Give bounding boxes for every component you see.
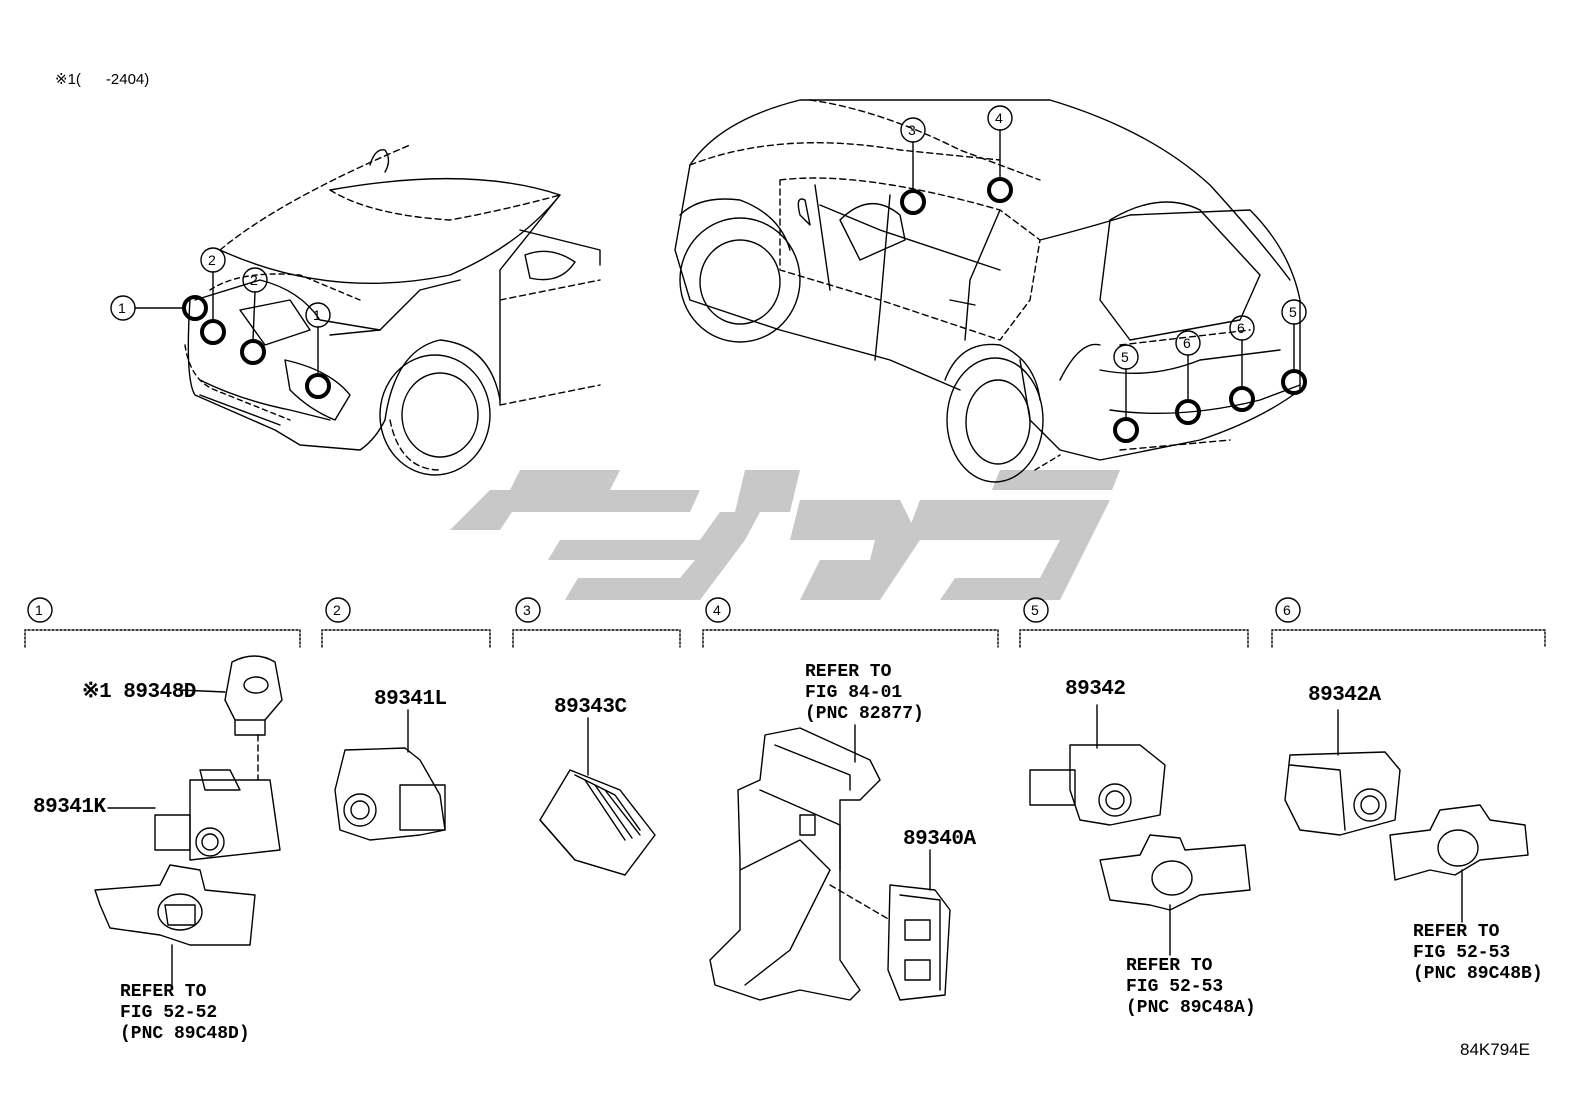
front-vehicle-view: 1 2 2 1 bbox=[110, 144, 601, 476]
svg-text:5: 5 bbox=[1121, 349, 1129, 365]
applicability-note: ※1( -2404) bbox=[55, 71, 150, 88]
svg-text:4: 4 bbox=[713, 602, 721, 618]
refer-note-section-5: REFER TO FIG 52-53 (PNC 89C48A) bbox=[1126, 956, 1256, 1018]
part-89342a-sensor bbox=[1284, 709, 1401, 836]
front-callout-1-left: 1 bbox=[110, 295, 208, 321]
section-headers: 1 2 3 4 5 6 bbox=[24, 597, 1546, 648]
refer-note-section-4: REFER TO FIG 84-01 (PNC 82877) bbox=[805, 662, 924, 724]
svg-text:6: 6 bbox=[1283, 602, 1291, 618]
part-number-89340a: 89340A bbox=[903, 828, 976, 851]
svg-text:2: 2 bbox=[250, 272, 258, 288]
part-number-89341l: 89341L bbox=[374, 688, 447, 711]
part-number-89342: 89342 bbox=[1065, 678, 1126, 701]
section-header-1: 1 bbox=[24, 597, 301, 648]
section-header-2: 2 bbox=[321, 597, 491, 648]
part-89342a-bracket bbox=[1389, 804, 1529, 923]
svg-text:5: 5 bbox=[1289, 304, 1297, 320]
part-89341k-bracket bbox=[94, 864, 256, 986]
rear-callout-6-right: 6 bbox=[1229, 315, 1255, 412]
part-82877-bracket bbox=[709, 724, 891, 1001]
section-header-6: 6 bbox=[1271, 597, 1546, 648]
front-callout-2-left: 2 bbox=[200, 247, 226, 345]
svg-text:2: 2 bbox=[208, 252, 216, 268]
part-number-89343c: 89343C bbox=[554, 696, 627, 719]
refer-note-section-1: REFER TO FIG 52-52 (PNC 89C48D) bbox=[120, 982, 250, 1044]
front-callout-1-right: 1 bbox=[305, 302, 331, 399]
front-callout-2-right: 2 bbox=[240, 267, 268, 365]
rear-callout-6-left: 6 bbox=[1175, 330, 1201, 425]
watermark-logo bbox=[450, 470, 1120, 600]
part-number-89342a: 89342A bbox=[1308, 684, 1381, 707]
diagram-code: 84K794E bbox=[1460, 1040, 1530, 1059]
rear-vehicle-view: 3 4 5 6 6 5 bbox=[674, 99, 1307, 483]
part-89343c-module bbox=[539, 717, 656, 876]
svg-text:1: 1 bbox=[313, 307, 321, 323]
section-header-4: 4 bbox=[702, 597, 999, 648]
part-number-89348d: ※1 89348D bbox=[82, 681, 196, 704]
svg-text:6: 6 bbox=[1237, 320, 1245, 336]
svg-text:1: 1 bbox=[35, 602, 43, 618]
rear-callout-5-left: 5 bbox=[1113, 344, 1139, 443]
svg-text:4: 4 bbox=[995, 110, 1003, 126]
part-89341l-sensor bbox=[334, 709, 446, 841]
svg-text:6: 6 bbox=[1183, 335, 1191, 351]
refer-note-section-6: REFER TO FIG 52-53 (PNC 89C48B) bbox=[1413, 922, 1543, 984]
section-header-5: 5 bbox=[1019, 597, 1249, 648]
svg-text:5: 5 bbox=[1031, 602, 1039, 618]
svg-text:3: 3 bbox=[908, 122, 916, 138]
part-89342-bracket bbox=[1099, 834, 1251, 956]
part-89340a-module bbox=[887, 849, 951, 1001]
part-89341k-sensor bbox=[107, 769, 281, 861]
part-89348d-cover bbox=[179, 655, 283, 736]
section-header-3: 3 bbox=[512, 597, 681, 648]
rear-callout-4: 4 bbox=[987, 105, 1013, 203]
rear-callout-3: 3 bbox=[900, 117, 926, 215]
part-number-89341k: 89341K bbox=[33, 796, 106, 819]
svg-text:3: 3 bbox=[523, 602, 531, 618]
svg-text:1: 1 bbox=[118, 300, 126, 316]
svg-text:2: 2 bbox=[333, 602, 341, 618]
rear-callout-5-right: 5 bbox=[1281, 299, 1307, 395]
part-89342-sensor bbox=[1029, 704, 1166, 826]
